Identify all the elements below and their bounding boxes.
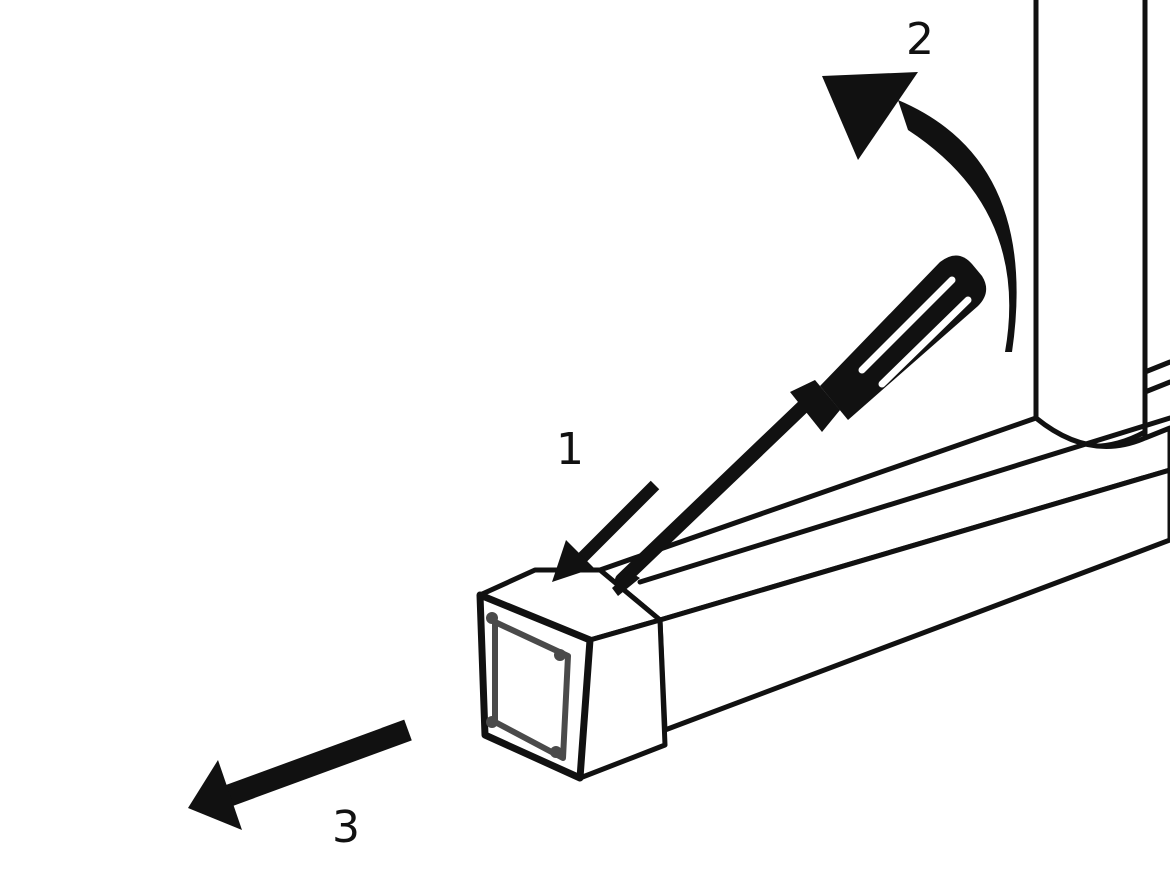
frame-tube xyxy=(597,415,1170,733)
vertical-post xyxy=(1033,0,1170,449)
step-3-label: 3 xyxy=(332,802,360,853)
end-cap xyxy=(476,567,668,782)
step-1-label: 1 xyxy=(556,424,584,475)
arrow-push-icon xyxy=(552,480,660,582)
arrow-pull-icon xyxy=(188,719,412,830)
screwdriver-icon xyxy=(612,255,987,596)
step-2-label: 2 xyxy=(906,14,934,65)
arrow-pry-icon xyxy=(822,72,1017,352)
